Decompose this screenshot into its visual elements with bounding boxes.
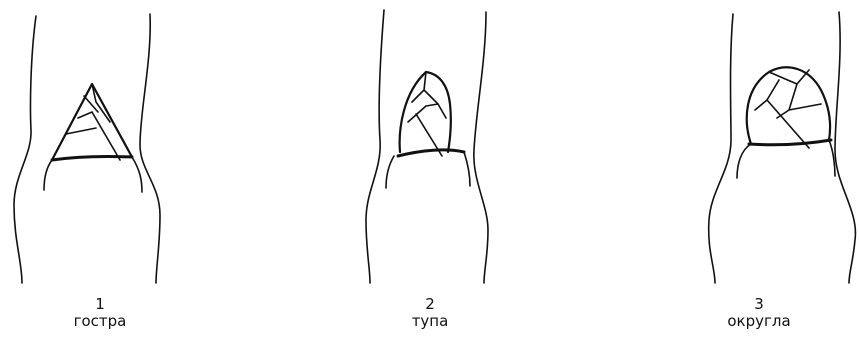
round-drawing	[659, 0, 859, 290]
figure-blunt: 2 тупа	[330, 0, 530, 345]
inner-sheath-right	[464, 152, 470, 186]
blunt-drawing	[330, 0, 530, 290]
stem-left-outline	[14, 16, 36, 283]
figure-sharp: 1 гостра	[0, 0, 200, 345]
ligule-collar	[398, 150, 464, 156]
caption-sharp: 1 гостра	[0, 296, 200, 330]
caption-round: 3 округла	[659, 296, 859, 330]
sharp-drawing	[0, 0, 200, 290]
figure-round: 3 округла	[659, 0, 859, 345]
figure-number: 1	[0, 296, 200, 313]
stem-left-outline	[709, 14, 733, 283]
stem-right-outline	[474, 12, 488, 283]
sharp-tip-outline	[52, 84, 132, 160]
caption-blunt: 2 тупа	[330, 296, 530, 330]
inner-sheath-left	[386, 156, 394, 188]
inner-sheath-left	[737, 144, 751, 178]
inner-sheath-right	[829, 140, 835, 176]
figure-number: 2	[330, 296, 530, 313]
figure-label: тупа	[330, 313, 530, 330]
stem-right-outline	[835, 12, 855, 283]
stem-right-outline	[140, 14, 160, 283]
tip-veins	[755, 70, 821, 148]
tip-veins	[408, 72, 446, 156]
stem-left-outline	[366, 10, 384, 283]
figure-label: округла	[659, 313, 859, 330]
figure-number: 3	[659, 296, 859, 313]
inner-sheath-right	[132, 157, 142, 192]
figure-label: гостра	[0, 313, 200, 330]
ligule-collar	[749, 140, 831, 145]
inner-sheath-left	[44, 160, 52, 190]
